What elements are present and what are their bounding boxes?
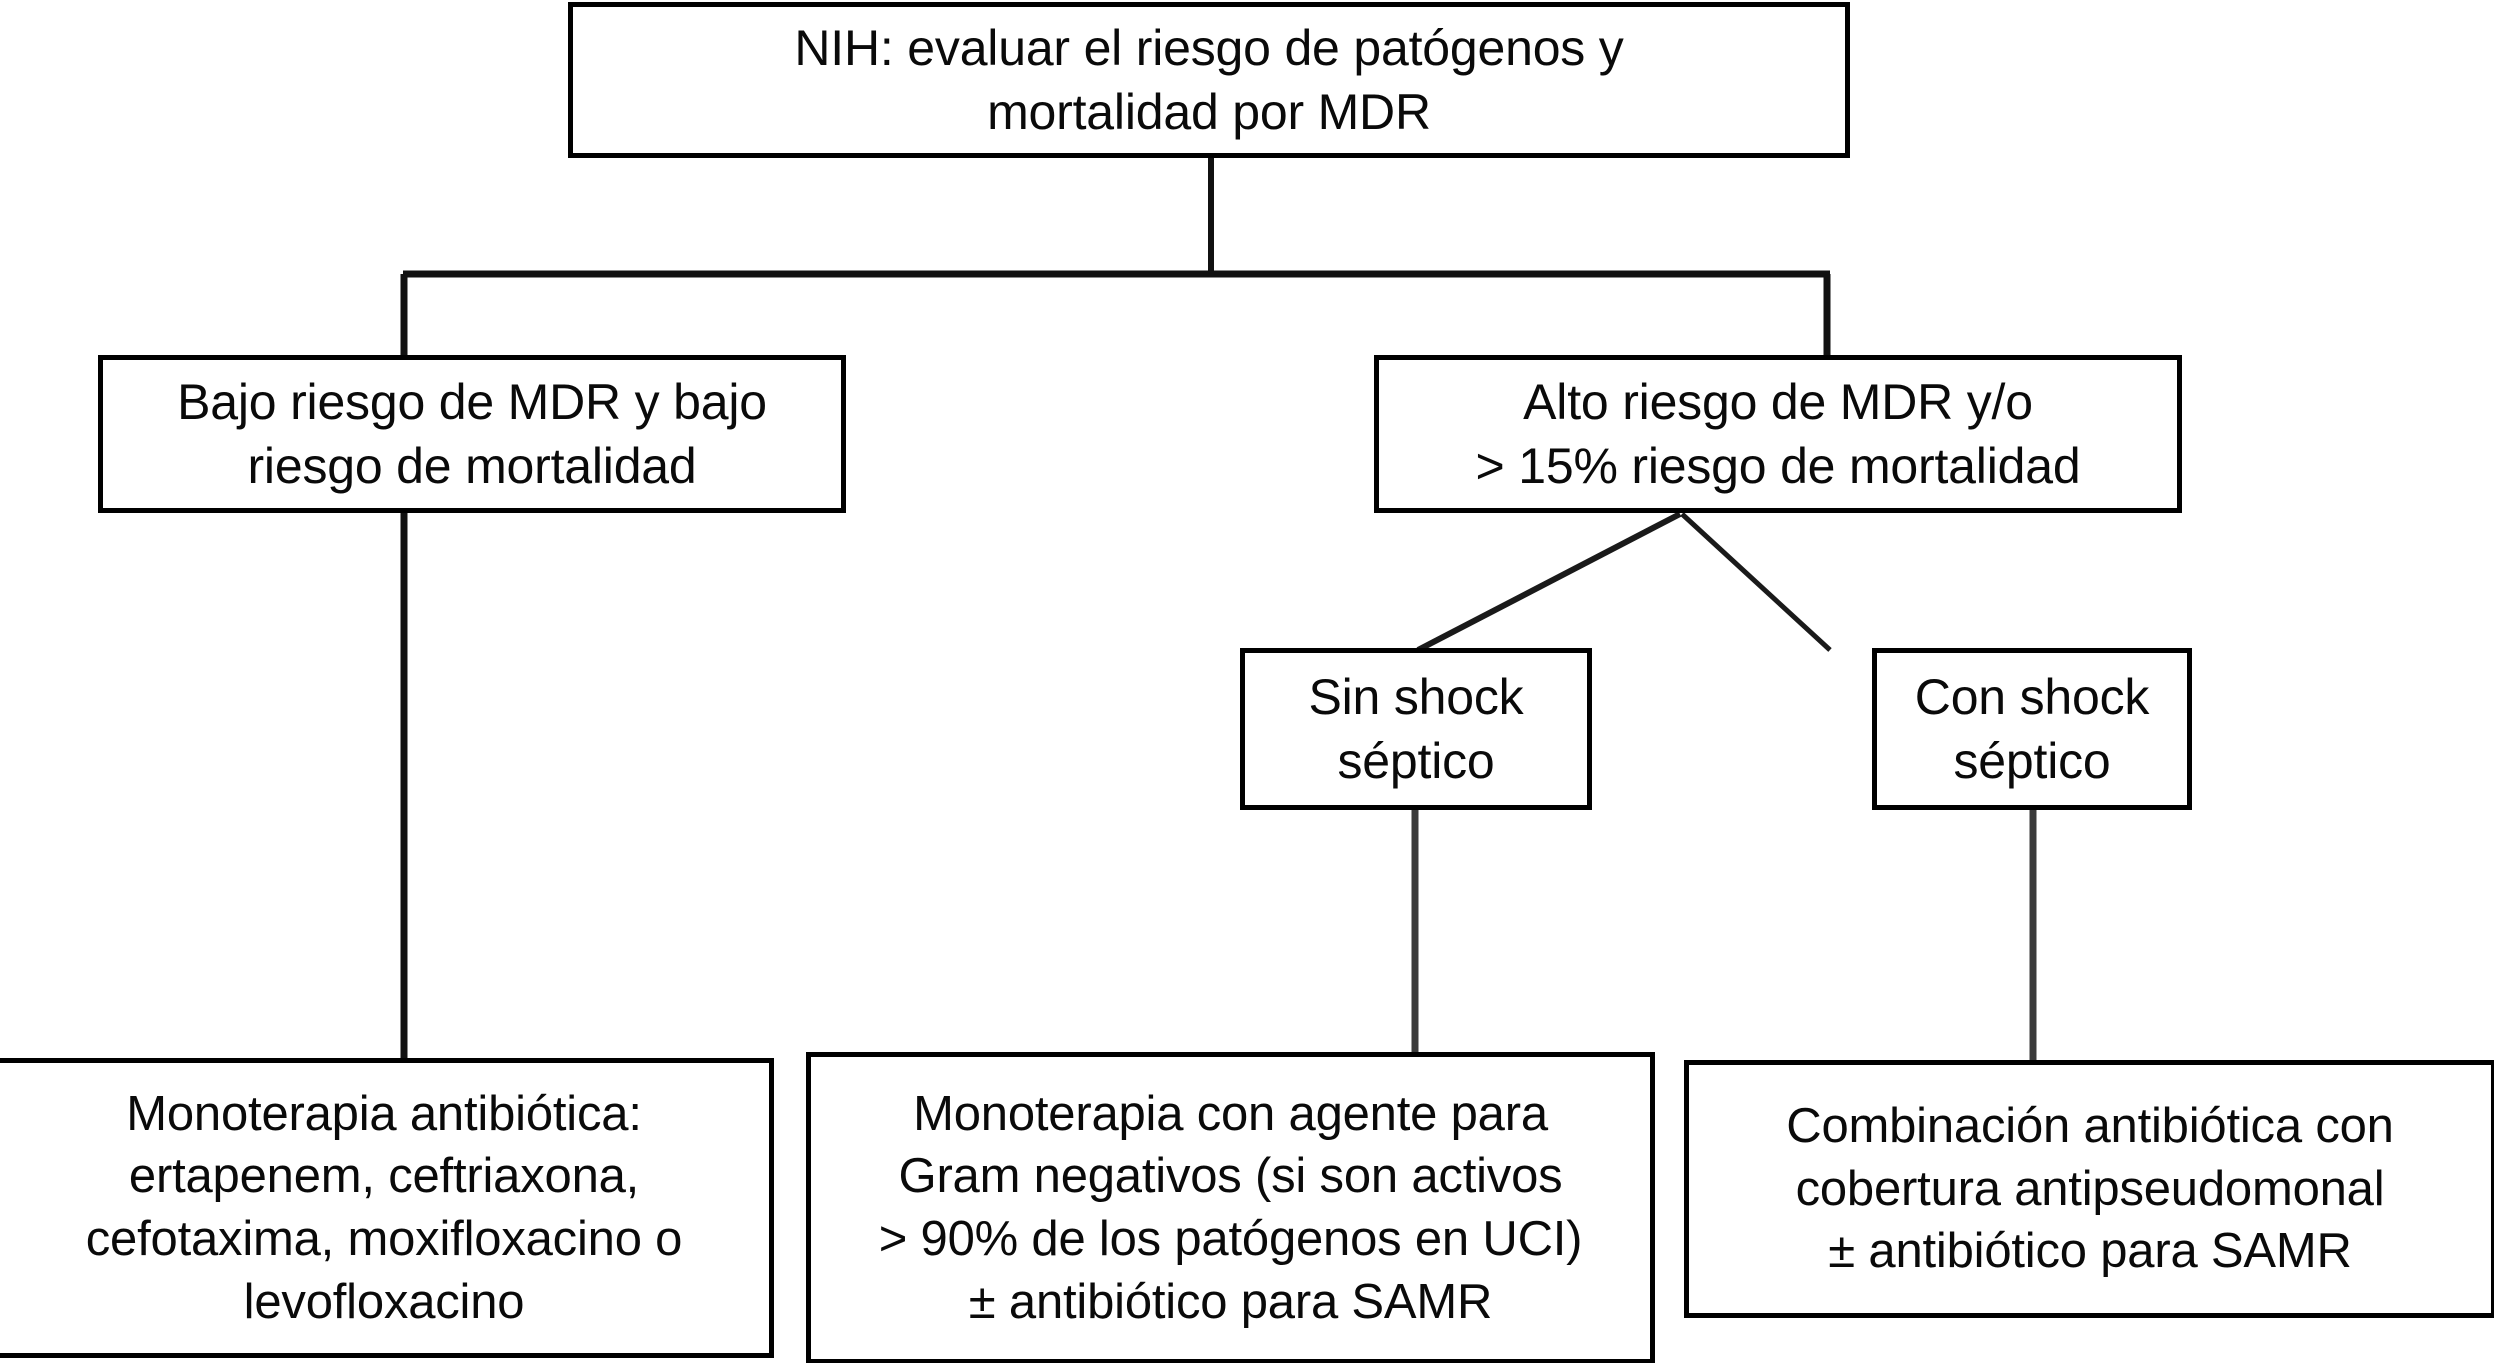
node-label: Combinación antibiótica con cobertura an… xyxy=(1786,1098,2394,1279)
node-label: NIH: evaluar el riesgo de patógenos y mo… xyxy=(794,20,1624,140)
node-no-septic-shock[interactable]: Sin shock séptico xyxy=(1240,648,1592,810)
node-gram-negative-monotherapy[interactable]: Monoterapia con agente para Gram negativ… xyxy=(806,1052,1655,1363)
node-high-risk[interactable]: Alto riesgo de MDR y/o > 15% riesgo de m… xyxy=(1374,355,2182,513)
node-label: Alto riesgo de MDR y/o > 15% riesgo de m… xyxy=(1475,374,2081,494)
node-label: Sin shock séptico xyxy=(1308,669,1524,789)
node-low-risk[interactable]: Bajo riesgo de MDR y bajo riesgo de mort… xyxy=(98,355,846,513)
edge-highrisk-to-no-shock xyxy=(1416,511,1682,653)
node-label: Monoterapia con agente para Gram negativ… xyxy=(878,1086,1583,1329)
node-label: Con shock séptico xyxy=(1914,669,2150,789)
node-septic-shock[interactable]: Con shock séptico xyxy=(1872,648,2192,810)
node-monotherapy-antibiotic[interactable]: Monoterapia antibiótica: ertapenem, ceft… xyxy=(0,1058,774,1358)
node-combination-antibiotic[interactable]: Combinación antibiótica con cobertura an… xyxy=(1684,1060,2494,1318)
node-nih-assessment[interactable]: NIH: evaluar el riesgo de patógenos y mo… xyxy=(568,2,1850,158)
node-label: Monoterapia antibiótica: ertapenem, ceft… xyxy=(85,1086,683,1329)
node-label: Bajo riesgo de MDR y bajo riesgo de mort… xyxy=(177,374,767,494)
edge-highrisk-to-shock xyxy=(1680,512,1832,652)
